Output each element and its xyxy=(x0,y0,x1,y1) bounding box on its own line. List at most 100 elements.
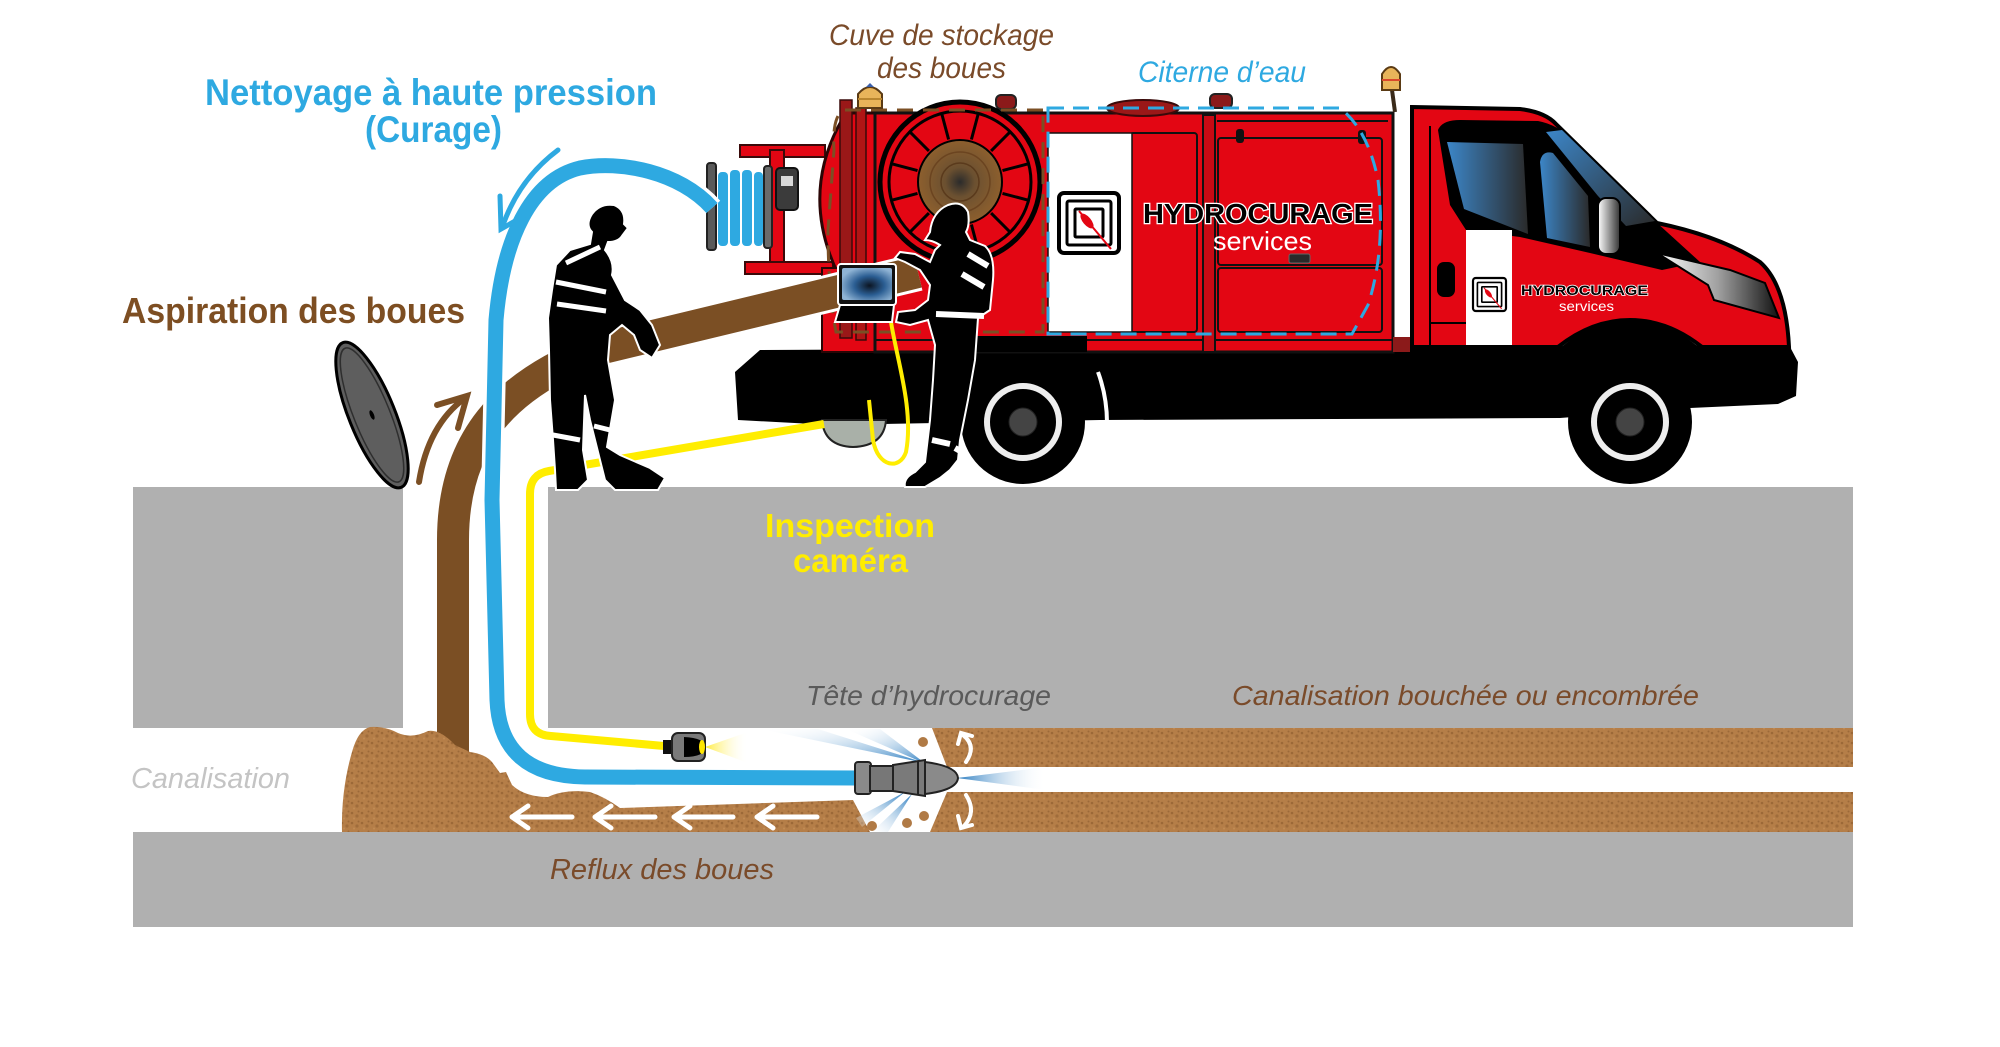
reel-spokes xyxy=(890,112,1030,252)
inspection-camera-icon xyxy=(663,732,748,763)
hose-reel-icon xyxy=(706,162,773,251)
tank-top-hatch xyxy=(1106,99,1180,117)
hydrocurage-truck: HYDROCURAGE services xyxy=(706,66,1798,484)
label-pipe: Canalisation xyxy=(131,763,290,795)
drum-coil xyxy=(730,170,740,246)
body-brand-tagline: services xyxy=(1213,226,1312,256)
water-jet xyxy=(872,794,912,832)
arrow-up-right-icon xyxy=(416,395,468,485)
water-tank-outline xyxy=(1046,106,1382,336)
arrow-head xyxy=(497,193,534,234)
camera-cable-reel xyxy=(820,419,888,449)
water-jets xyxy=(760,729,1046,832)
worker-icon xyxy=(546,203,667,491)
drum-coil xyxy=(718,172,728,246)
company-logo-icon xyxy=(1471,276,1508,313)
water-jet xyxy=(856,792,905,827)
cab-door-handle xyxy=(1437,262,1455,297)
curved-arrow-icon xyxy=(956,730,974,764)
dislodge-arrows xyxy=(956,730,974,831)
cab-door-window xyxy=(1540,152,1590,247)
worker-icon xyxy=(893,202,995,488)
drum-coil xyxy=(742,170,752,246)
body-panel-upper-door xyxy=(1217,137,1383,266)
ground-block-lower xyxy=(133,832,1853,927)
body-panel-lower-door xyxy=(1217,267,1383,333)
top-valve xyxy=(1209,93,1233,109)
label-sludge-suction: Aspiration des boues xyxy=(122,290,465,331)
arrow-down-left-icon xyxy=(499,147,561,231)
arrow-left-icon xyxy=(509,803,575,831)
drum-flange-right xyxy=(763,165,773,249)
worker-camera-operator xyxy=(893,202,995,488)
door-handle xyxy=(1288,253,1311,264)
cab-windshield xyxy=(1546,130,1655,226)
company-logo-icon xyxy=(1057,191,1121,255)
clog-upper-layer xyxy=(932,728,1853,767)
reflective-stripes xyxy=(931,251,990,455)
label-water-tank: Citerne d’eau xyxy=(1138,56,1306,89)
top-valve xyxy=(995,94,1017,110)
ground-block-right xyxy=(548,487,1853,728)
label-camera-inspection: Inspection xyxy=(765,507,935,544)
curved-arrow-icon xyxy=(956,793,974,831)
label-jetting-head: Tête d’hydrocurage xyxy=(806,680,1051,711)
rear-fender xyxy=(975,336,1087,352)
water-jet xyxy=(846,729,926,764)
cab-brand-name: HYDROCURAGE xyxy=(1521,282,1648,298)
beacon-light-icon xyxy=(857,83,883,109)
pipe-sludge xyxy=(341,726,1853,832)
cab-rear-window xyxy=(1447,142,1528,234)
underground-section xyxy=(133,487,1853,927)
drum-coil xyxy=(754,172,763,246)
sludge-pile xyxy=(341,726,871,832)
clog-lower-layer xyxy=(930,792,1853,832)
frame-bottom-arm xyxy=(744,261,834,275)
arrow-left-icon xyxy=(754,803,820,831)
pump-detail xyxy=(781,176,793,186)
jetting-nozzle-icon xyxy=(854,758,960,798)
suction-hose-reel xyxy=(877,99,1043,265)
side-mirror xyxy=(1597,197,1621,255)
label-camera-inspection-sub: caméra xyxy=(793,542,909,579)
headlight xyxy=(1656,252,1781,320)
arrow-left-icon xyxy=(671,803,736,831)
pump-unit xyxy=(775,167,799,211)
water-jet xyxy=(760,729,925,763)
arrow-head xyxy=(434,391,472,431)
label-blocked-pipe: Canalisation bouchée ou encombrée xyxy=(1232,680,1699,711)
sludge-tank-outline xyxy=(826,108,1045,334)
cab-brand-tagline: services xyxy=(1559,298,1614,314)
debris xyxy=(919,811,929,821)
ground-block-left xyxy=(133,487,403,728)
rear-wheel xyxy=(961,360,1109,484)
jetting-hose xyxy=(484,158,857,786)
reflective-stripes xyxy=(552,244,619,443)
labels: Nettoyage à haute pression (Curage) Aspi… xyxy=(122,19,1699,886)
arrow-left-icon xyxy=(592,803,658,831)
front-wheel xyxy=(1568,360,1692,484)
door-latch xyxy=(1236,129,1244,143)
suction-flow-arrow xyxy=(416,391,472,485)
label-high-pressure-cleaning-sub: (Curage) xyxy=(365,109,502,150)
debris xyxy=(918,737,928,747)
debris xyxy=(867,821,877,831)
label-high-pressure-cleaning: Nettoyage à haute pression xyxy=(205,72,657,113)
water-jet xyxy=(957,767,1046,790)
body-brand-name: HYDROCURAGE xyxy=(1143,198,1373,229)
monitor-cable xyxy=(867,321,911,466)
label-sludge-tank-sub: des boues xyxy=(877,52,1006,85)
camera-cable xyxy=(526,420,825,750)
beacon-light-icon xyxy=(1381,66,1401,113)
label-sludge-tank: Cuve de stockage xyxy=(829,19,1054,52)
body-corner-block xyxy=(1393,337,1410,352)
manhole-cover-icon xyxy=(334,340,410,490)
backflow-arrows xyxy=(509,803,820,831)
body-divider xyxy=(1202,114,1216,353)
camera-monitor-icon xyxy=(833,263,897,323)
debris xyxy=(902,818,912,828)
water-flow-arrow xyxy=(497,147,561,234)
label-sludge-backflow: Reflux des boues xyxy=(550,854,774,886)
